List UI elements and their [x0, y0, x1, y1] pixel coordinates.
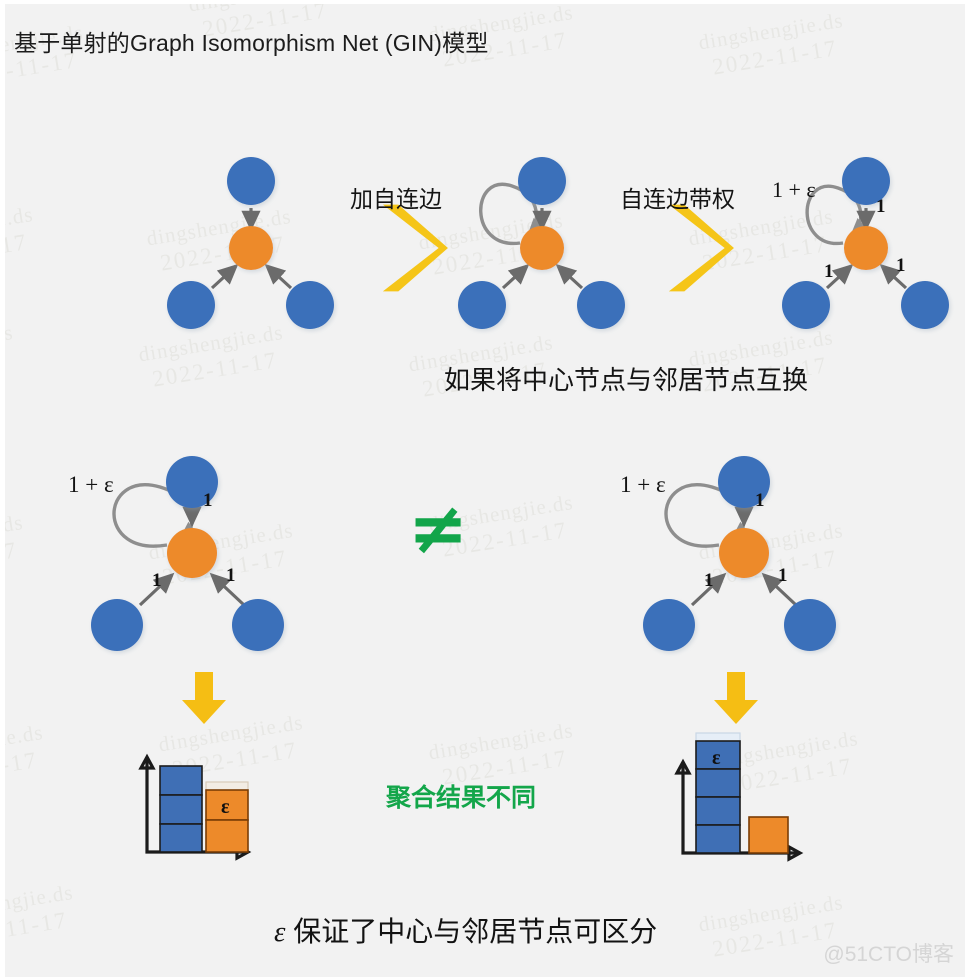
edge-weight-right: 1 [226, 565, 236, 586]
chart-left-aggregation: ε [138, 753, 252, 861]
bar-segment [159, 823, 203, 853]
swap-note: 如果将中心节点与邻居节点互换 [444, 365, 809, 395]
node-orange-center [719, 528, 769, 578]
caption-epsilon: ε [274, 916, 286, 948]
bar-segment [695, 796, 741, 826]
node-orange-center [229, 226, 273, 270]
node-blue-left [167, 281, 215, 329]
down-arrow-icon-left [182, 672, 226, 724]
edge-weight-top: 1 [755, 490, 765, 511]
graph-weighted-star-right: 1 + ε 1 1 1 [620, 456, 836, 651]
loop-weight-label: 1 + ε [68, 472, 114, 497]
node-orange-center [520, 226, 564, 270]
caption-text: 保证了中心与邻居节点可区分 [285, 916, 658, 947]
edge-weight-left: 1 [152, 570, 162, 591]
node-blue-right [901, 281, 949, 329]
node-blue-top [227, 157, 275, 205]
bar-segment-epsilon [205, 789, 249, 821]
edge-weight-right: 1 [896, 255, 906, 276]
graph-plain-star [167, 157, 334, 329]
chart-right-aggregation: ε [674, 732, 804, 862]
bar-segment [159, 765, 203, 796]
step-label-add-self-loop: 加自连边 [350, 186, 442, 212]
node-blue-right [286, 281, 334, 329]
node-blue-left [458, 281, 506, 329]
graph-star-self-loop [458, 157, 625, 329]
node-blue-top [842, 157, 890, 205]
node-blue-left [782, 281, 830, 329]
graph-weighted-star-left: 1 + ε 1 1 1 [68, 456, 284, 651]
node-orange-center [167, 528, 217, 578]
loop-weight-label: 1 + ε [772, 177, 816, 202]
node-blue-left [643, 599, 695, 651]
step-label-weighted-self-loop: 自连边带权 [620, 186, 735, 212]
bottom-caption: ε 保证了中心与邻居节点可区分 [274, 910, 657, 950]
edge-weight-left: 1 [824, 261, 834, 282]
node-blue-right [232, 599, 284, 651]
page-title: 基于单射的Graph Isomorphism Net (GIN)模型 [14, 30, 489, 56]
node-blue-right [577, 281, 625, 329]
edge-weight-right: 1 [778, 565, 788, 586]
chevron-right-icon-1 [382, 204, 448, 292]
aggregation-note: 聚合结果不同 [386, 784, 537, 812]
edge-weight-top: 1 [876, 196, 886, 217]
edge-weight-top: 1 [203, 490, 213, 511]
edge-weight-left: 1 [704, 570, 714, 591]
loop-weight-label: 1 + ε [620, 472, 666, 497]
node-blue-right [784, 599, 836, 651]
bar-segment [695, 768, 741, 798]
node-blue-left [91, 599, 143, 651]
bar-segment [205, 819, 249, 853]
node-blue-top [166, 456, 218, 508]
bar-segment-epsilon [695, 740, 741, 770]
node-orange-center [844, 226, 888, 270]
node-blue-top [518, 157, 566, 205]
corner-watermark: @51CTO博客 [823, 943, 954, 966]
down-arrow-icon-right [714, 672, 758, 724]
bar-segment [748, 816, 789, 854]
not-equal-sign: ≠ [408, 486, 469, 570]
bar-segment [695, 824, 741, 854]
node-blue-top [718, 456, 770, 508]
chevron-right-icon-2 [668, 204, 734, 292]
bar-segment [159, 794, 203, 825]
bar-epsilon-label: ε [221, 796, 230, 818]
graph-weighted-star-top: 1 + ε 1 1 1 [772, 157, 949, 329]
bar-epsilon-label: ε [712, 747, 721, 769]
